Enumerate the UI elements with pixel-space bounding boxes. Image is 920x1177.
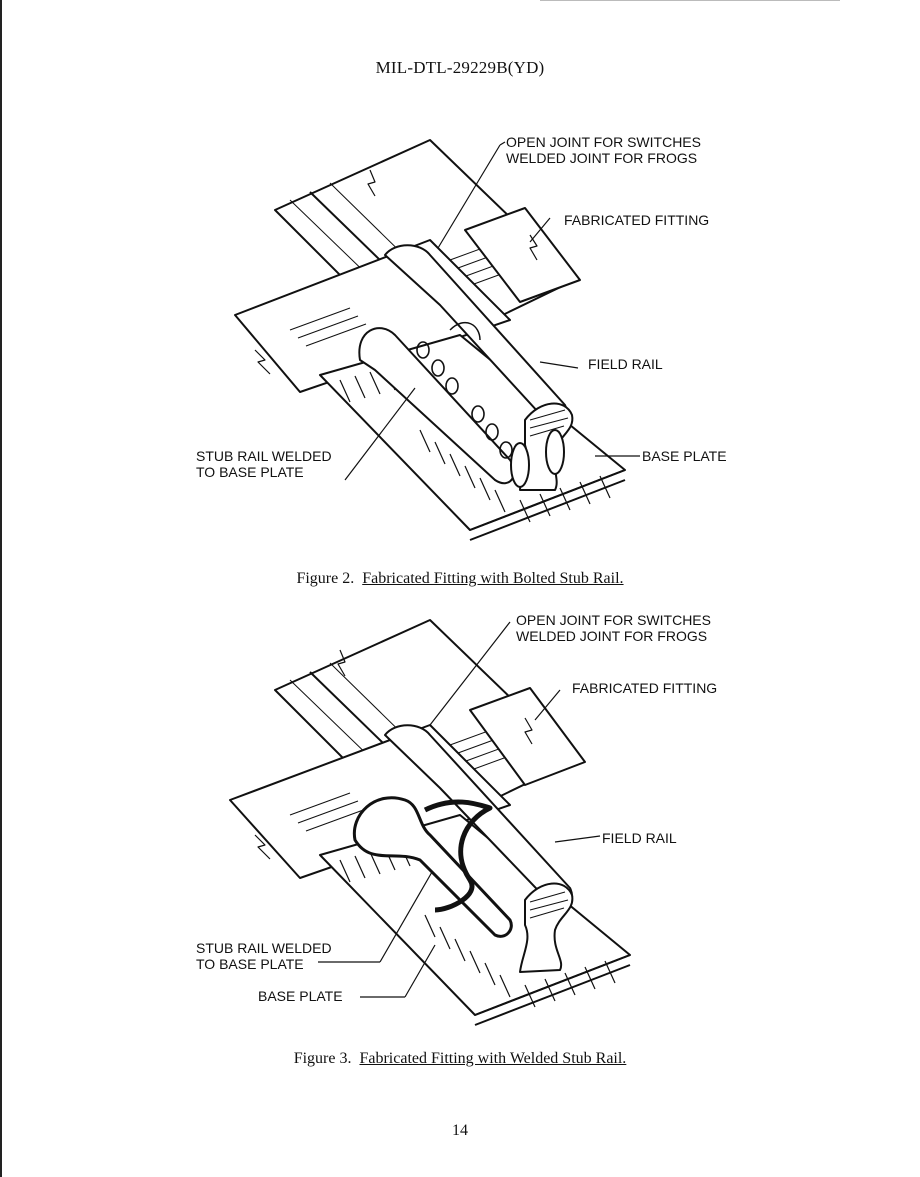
callout-open-joint: OPEN JOINT FOR SWITCHES WELDED JOINT FOR… [516, 612, 711, 644]
figure-2-drawing: OPEN JOINT FOR SWITCHES WELDED JOINT FOR… [180, 130, 760, 560]
figure-3-caption: Figure 3. Fabricated Fitting with Welded … [0, 1050, 920, 1068]
fitting-right-plate [464, 207, 581, 303]
stub-rail [352, 796, 513, 938]
figure-2-caption-title: Fabricated Fitting with Bolted Stub Rail… [362, 570, 624, 587]
scan-edge-line [540, 0, 840, 1]
figure-2-caption: Figure 2. Fabricated Fitting with Bolted … [0, 570, 920, 588]
callout-field-rail: FIELD RAIL [602, 830, 677, 846]
figure-2-caption-number: Figure 2. [296, 570, 355, 587]
callout-base-plate: BASE PLATE [642, 448, 727, 464]
stub-rail [358, 327, 515, 485]
callout-field-rail: FIELD RAIL [588, 356, 663, 372]
figure-3-drawing: OPEN JOINT FOR SWITCHES WELDED JOINT FOR… [180, 610, 760, 1040]
callout-stub-rail: STUB RAIL WELDED TO BASE PLATE [196, 448, 332, 480]
weld-seam [423, 799, 493, 913]
callout-base-plate: BASE PLATE [258, 988, 343, 1004]
document-id-header: MIL-DTL-29229B(YD) [375, 58, 545, 77]
rail-end-section [519, 882, 574, 973]
callout-fabricated-fitting: FABRICATED FITTING [572, 680, 718, 696]
callout-stub-rail: STUB RAIL WELDED TO BASE PLATE [196, 940, 332, 972]
figure-2-svg [234, 139, 640, 541]
figure-3-svg [229, 619, 631, 1026]
page-edge [0, 0, 2, 1177]
callout-fabricated-fitting: FABRICATED FITTING [564, 212, 710, 228]
page-number: 14 [452, 1122, 468, 1139]
figure-3-caption-title: Fabricated Fitting with Welded Stub Rail… [359, 1050, 627, 1067]
figure-3-caption-number: Figure 3. [293, 1050, 352, 1067]
callout-open-joint: OPEN JOINT FOR SWITCHES WELDED JOINT FOR… [506, 134, 701, 166]
